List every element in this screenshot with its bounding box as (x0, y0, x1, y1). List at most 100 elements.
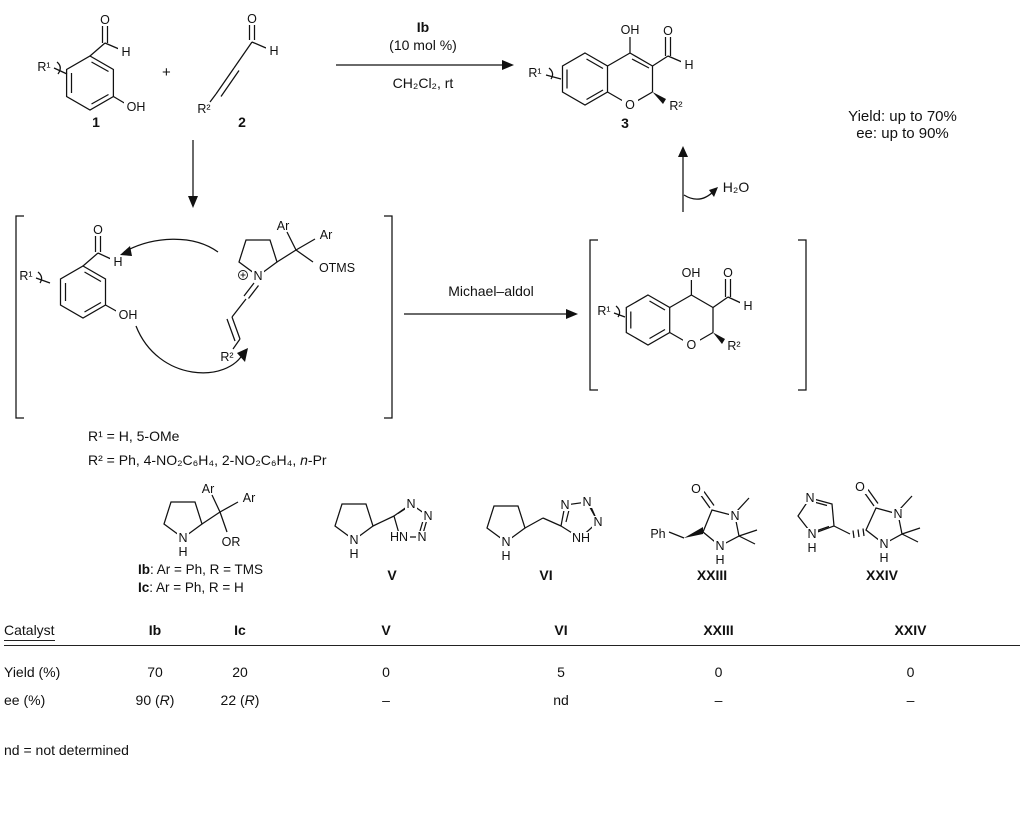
atom-h: H (681, 58, 697, 72)
r1-label: R¹ (19, 269, 32, 283)
r2-label: R² (669, 99, 682, 113)
ar-label-2: Ar (243, 491, 256, 505)
svg-text:OH: OH (682, 266, 701, 280)
yield-summary: Yield: up to 70% (848, 108, 957, 125)
header-ib: Ib (148, 622, 162, 638)
svg-text:N: N (715, 539, 724, 553)
svg-text:O: O (625, 98, 635, 112)
atom-nh: NH (714, 539, 726, 567)
step-arrow (404, 309, 578, 319)
svg-text:HN: HN (390, 530, 408, 544)
mechanism-label: Michael–aldol (448, 283, 534, 299)
atom-oh: OH (679, 266, 704, 280)
header-ic: Ic (234, 622, 246, 638)
ee-ib: 90 (R) (135, 692, 175, 708)
r1-legend: R¹ = H, 5-OMe (88, 428, 180, 444)
solvent-conditions: CH₂Cl₂, rt (392, 75, 454, 91)
svg-text:H: H (113, 255, 122, 269)
catalyst-vi-label: VI (539, 567, 553, 583)
atom-nh: NH (878, 537, 890, 565)
imidazole-ring (797, 497, 835, 535)
atom-n3: N (592, 515, 604, 529)
bonds (613, 279, 742, 346)
left-bracket (15, 215, 24, 419)
ic-definition: Ic: Ar = Ph, R = H (138, 580, 244, 595)
water-elimination-arrow: H₂O (670, 145, 790, 215)
svg-text:N: N (406, 497, 415, 511)
atom-o: O (90, 223, 106, 237)
ee-row-label: ee (%) (4, 692, 46, 708)
atom-o-carbonyl: O (720, 266, 736, 280)
atom-n-imidazole: N (804, 491, 816, 505)
atom-o: O (852, 480, 868, 494)
svg-text:N: N (417, 530, 426, 544)
table-footnote: nd = not determined (4, 742, 129, 758)
svg-text:H: H (269, 44, 278, 58)
svg-text:H: H (121, 45, 130, 59)
svg-text:H: H (879, 551, 888, 565)
bonds (209, 24, 267, 103)
svg-text:O: O (855, 480, 865, 494)
atom-o-ring: O (622, 97, 638, 112)
r2-label: R² (727, 339, 740, 353)
svg-text:N: N (879, 537, 888, 551)
ee-ic: 22 (R) (220, 692, 260, 708)
salicylaldehyde-bonds (35, 236, 119, 319)
svg-text:N: N (582, 495, 591, 509)
ee-xxiv: – (906, 692, 915, 708)
yield-vi: 5 (557, 664, 565, 680)
atom-o: O (688, 482, 704, 496)
svg-text:NH: NH (572, 531, 590, 545)
svg-text:O: O (247, 12, 257, 26)
svg-text:N: N (730, 509, 739, 523)
reaction-conditions: Ib (10 mol %) CH₂Cl₂, rt (332, 18, 514, 92)
ar-label-1: Ar (202, 482, 215, 496)
wedge-bond (713, 332, 725, 344)
svg-text:N: N (253, 269, 262, 283)
bonds (486, 501, 599, 543)
catalyst-v-label: V (387, 567, 397, 583)
svg-text:H: H (349, 547, 358, 561)
atom-o: O (97, 13, 113, 27)
benzene-ring (65, 55, 115, 111)
atom-hn: HN (389, 530, 410, 544)
yield-row: Yield (%) 70 20 0 5 0 0 (4, 664, 1020, 680)
svg-text:H: H (807, 541, 816, 555)
svg-text:N: N (893, 507, 902, 521)
results-summary: Yield: up to 70% ee: up to 90% (790, 108, 1015, 142)
or-label: OR (222, 535, 241, 549)
atom-n-plus: N (238, 269, 264, 283)
r1-label: R¹ (597, 304, 610, 318)
benzene-ring (561, 52, 609, 106)
atom-nh: NH (348, 533, 360, 561)
atom-h: H (740, 299, 756, 313)
ee-row: ee (%) 90 (R) 22 (R) – nd – – (4, 692, 1020, 708)
structure-1-salicylaldehyde: O H OH R¹ 1 (30, 6, 180, 131)
water-loss-curve (683, 190, 715, 200)
catalyst-xxiv-label: XXIV (866, 567, 898, 583)
left-bracket (589, 239, 598, 391)
svg-text:N: N (593, 515, 602, 529)
ee-v: – (382, 692, 390, 708)
curved-arrow-top (120, 238, 219, 256)
svg-text:OH: OH (127, 100, 146, 114)
svg-text:N: N (805, 491, 814, 505)
atom-n2: N (581, 495, 593, 509)
bonds (668, 491, 758, 547)
yield-row-label: Yield (%) (4, 664, 61, 680)
r2-legend: R² = Ph, 4-NO₂C₆H₄, 2-NO₂C₆H₄, n-Pr (88, 452, 327, 468)
atom-nh-imidazole: NH (806, 527, 818, 555)
catalyst-label: Ib (416, 19, 430, 35)
ee-xxiii: – (714, 692, 723, 708)
variable-position-squiggle (56, 61, 61, 75)
svg-text:OH: OH (621, 23, 640, 37)
down-arrow (183, 140, 203, 208)
results-table: Catalyst Ib Ic V VI XXIII XXIV Yield (%)… (4, 622, 1020, 758)
variable-position-squiggle (548, 67, 554, 80)
r1-label: R¹ (37, 60, 50, 74)
h2o-label: H₂O (723, 179, 750, 195)
table-header-row: Catalyst Ib Ic V VI XXIII XXIV (4, 622, 1020, 646)
pyrrolidine-ring (334, 503, 374, 541)
